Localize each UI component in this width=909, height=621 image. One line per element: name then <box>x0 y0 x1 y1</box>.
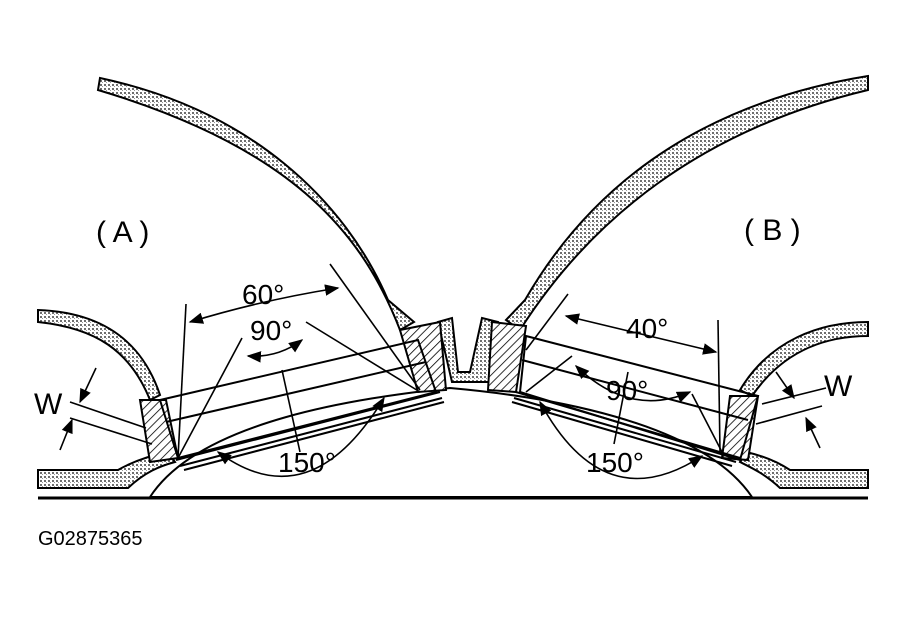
angle-a-60-label: 60° <box>242 279 284 310</box>
a-60-arc <box>188 284 340 324</box>
angle-b-40-label: 40° <box>626 313 668 344</box>
diagram-labels: ( A ) ( B ) W W 60° 90° 150° 40° 90° 150… <box>34 214 853 550</box>
left-seat-insert-outer <box>138 399 180 464</box>
left-port-lower-wall <box>37 308 162 402</box>
a-60-leg-right <box>329 263 421 391</box>
a-w-arrow-top <box>79 367 97 404</box>
angle-a-90-label: 90° <box>250 315 292 346</box>
b-40-arc <box>564 313 718 355</box>
right-chamber-wall <box>738 450 869 489</box>
left-valve-face-mid <box>165 361 427 423</box>
b-40-leg-left <box>525 293 569 351</box>
angle-construction-b <box>525 293 827 480</box>
a-w-leader-bottom <box>69 417 153 445</box>
right-seat-insert-outer <box>720 395 760 462</box>
b-w-leader-top <box>761 387 827 405</box>
b-w-arrow-top <box>775 371 795 400</box>
width-a-label: W <box>34 388 63 421</box>
right-port-upper-wall <box>504 74 869 332</box>
a-60-leg-left <box>177 303 187 459</box>
figure-code: G02875365 <box>38 528 143 550</box>
a-w-arrow-bottom <box>59 418 73 451</box>
angle-a-150-label: 150° <box>278 447 336 478</box>
b-w-arrow-bottom <box>805 416 821 449</box>
a-w-leader-top <box>69 401 147 429</box>
b-40-leg-right <box>717 319 721 453</box>
view-b-label: ( B ) <box>744 214 801 247</box>
width-b-label: W <box>824 370 853 403</box>
a-90-leg-left <box>177 337 243 459</box>
valve-seats <box>138 320 760 464</box>
view-a-label: ( A ) <box>96 216 149 249</box>
a-90-leg-right <box>305 321 421 393</box>
b-150-arc <box>539 400 704 480</box>
angle-b-90-label: 90° <box>606 375 648 406</box>
center-boss <box>436 316 500 383</box>
b-90-leg-right <box>691 393 723 453</box>
a-150-arc <box>216 396 385 478</box>
angle-construction-a <box>59 263 421 478</box>
a-90-arc <box>246 339 304 363</box>
b-w-leader-bottom <box>755 405 823 425</box>
angle-b-150-label: 150° <box>586 447 644 478</box>
b-90-arc <box>574 365 692 403</box>
b-90-leg-left <box>525 355 573 393</box>
